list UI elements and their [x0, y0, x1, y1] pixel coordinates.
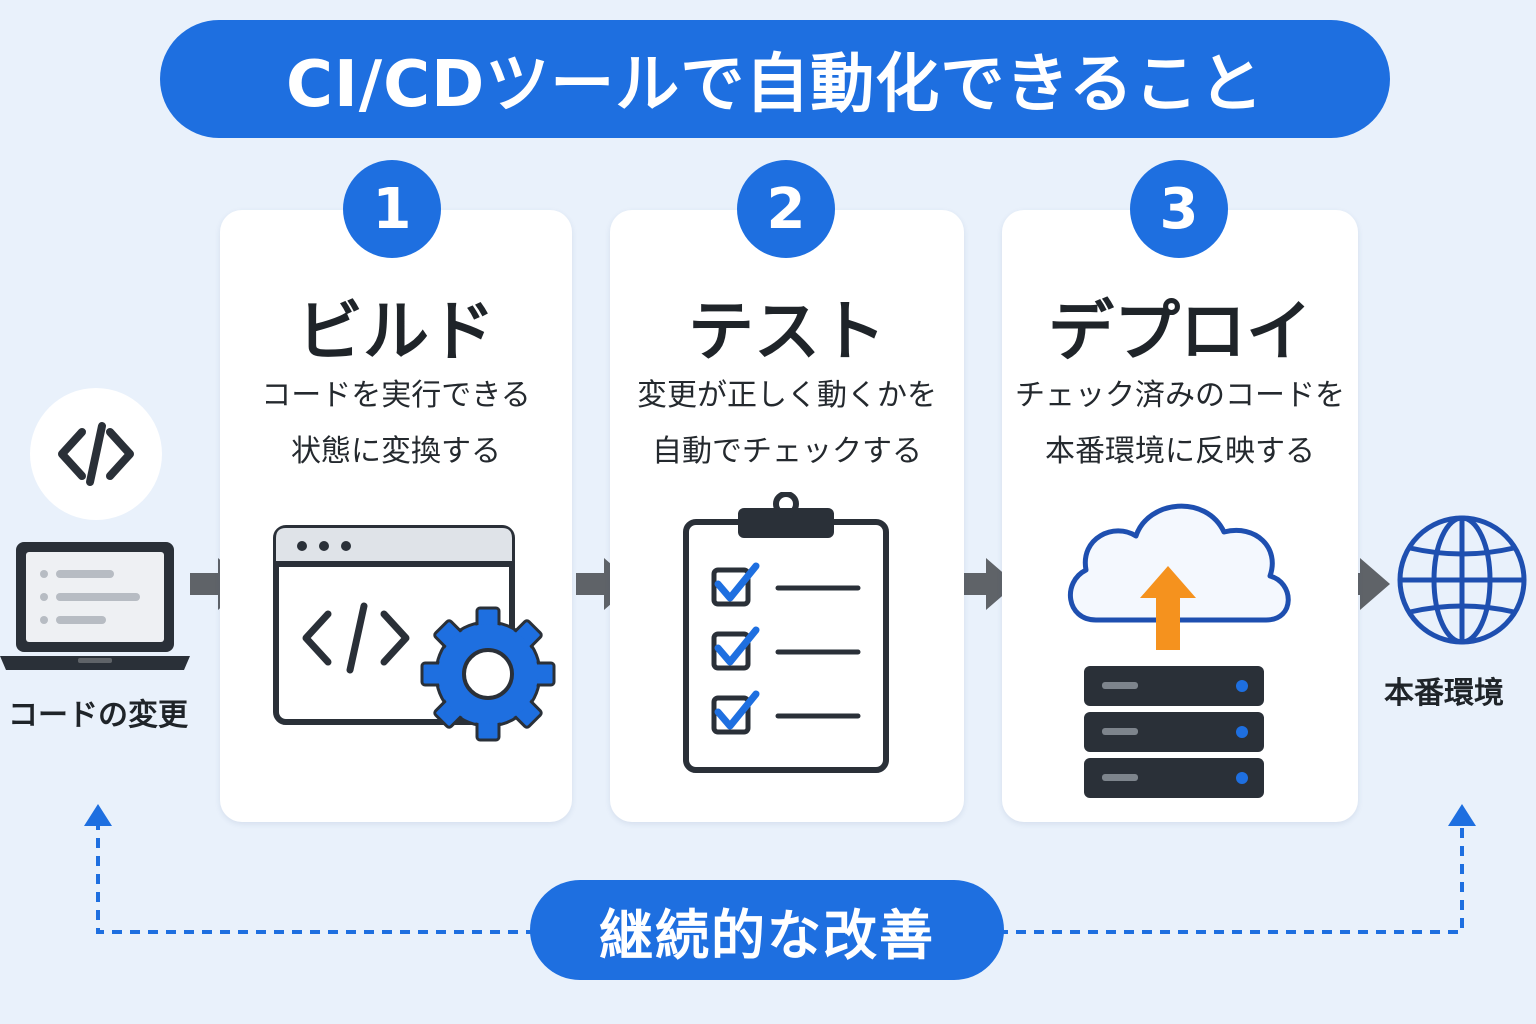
continuous-improvement-label: 継続的な改善	[530, 880, 1004, 980]
end-label: 本番環境	[1384, 676, 1504, 711]
step-number-3: 3	[1130, 160, 1228, 258]
step-number-2: 2	[737, 160, 835, 258]
globe-icon	[1397, 515, 1527, 645]
browser-code-gear-icon	[273, 525, 556, 742]
start-label: コードの変更	[8, 698, 188, 733]
step-description-test: 変更が正しく動くかを 自動でチェックする	[637, 378, 937, 469]
step-card-build: ビルド コードを実行できる 状態に変換する	[220, 210, 572, 822]
step-title-deploy: デプロイ	[1048, 293, 1312, 370]
cloud-upload-server-icon	[1068, 503, 1291, 798]
step-description-build: コードを実行できる 状態に変換する	[261, 378, 531, 469]
step-title-build: ビルド	[297, 293, 495, 370]
step-card-test: テスト 変更が正しく動くかを 自動でチェックする	[610, 210, 964, 822]
clipboard-checklist-icon	[683, 492, 889, 773]
step-description-deploy: チェック済みのコードを 本番環境に反映する	[1015, 378, 1345, 469]
step-number-1: 1	[343, 160, 441, 258]
step-card-deploy: デプロイ チェック済みのコードを 本番環境に反映する	[1002, 210, 1358, 822]
flow-arrow-3	[958, 558, 1016, 610]
step-title-test: テスト	[688, 293, 886, 370]
laptop-icon	[0, 542, 190, 670]
page-title: CI/CDツールで自動化できること	[160, 20, 1390, 138]
code-icon	[30, 388, 162, 520]
